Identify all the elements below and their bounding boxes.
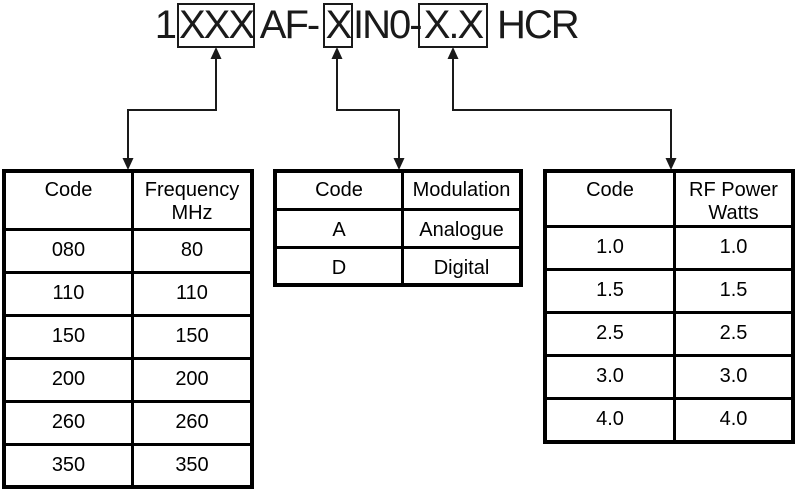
table-cell: 1.5 [673,268,795,314]
code-suffix: HCR [497,3,580,47]
table-cell: 350 [2,442,134,489]
table-cell: 200 [2,356,134,403]
table-cell: D [273,245,404,287]
table-cell: 2.5 [543,311,676,357]
arrow-up-power-icon [447,47,459,59]
table-cell: 080 [2,227,134,274]
table-cell: 3.0 [673,354,795,400]
column-header: RF Power Watts [673,169,795,228]
column-header: Code [2,169,134,231]
table-cell: 260 [131,399,254,446]
power-code-box: X.X [418,3,488,48]
column-header: Code [543,169,676,228]
table-cell: 260 [2,399,134,446]
table-cell: 150 [131,313,254,360]
table-cell: 110 [131,270,254,317]
connector-modulation-line [336,50,400,166]
table-cell: Analogue [401,207,523,249]
modulation-code-box: X [323,3,353,48]
column-header: Code [273,169,404,211]
table-cell: 4.0 [673,397,795,443]
table-cell: A [273,207,404,249]
table-cell: 150 [2,313,134,360]
table-cell: 4.0 [543,397,676,443]
arrow-up-frequency-icon [210,47,222,59]
table-cell: 1.5 [543,268,676,314]
connector-power-line [452,50,672,166]
column-header: Frequency MHz [131,169,254,231]
table-cell: 80 [131,227,254,274]
column-header: Modulation [401,169,523,211]
table-cell: 350 [131,442,254,489]
table-cell: 3.0 [543,354,676,400]
table-cell: 2.5 [673,311,795,357]
code-segment-af: AF- [259,3,320,47]
code-segment-in0: IN0- [353,3,423,47]
table-cell: Digital [401,245,523,287]
connector-frequency-line [127,50,217,166]
frequency-code-box: XXX [177,3,255,48]
table-cell: 110 [2,270,134,317]
arrow-up-modulation-icon [331,47,343,59]
table-cell: 1.0 [673,225,795,271]
code-prefix: 1 [154,3,177,47]
table-cell: 1.0 [543,225,676,271]
table-cell: 200 [131,356,254,403]
